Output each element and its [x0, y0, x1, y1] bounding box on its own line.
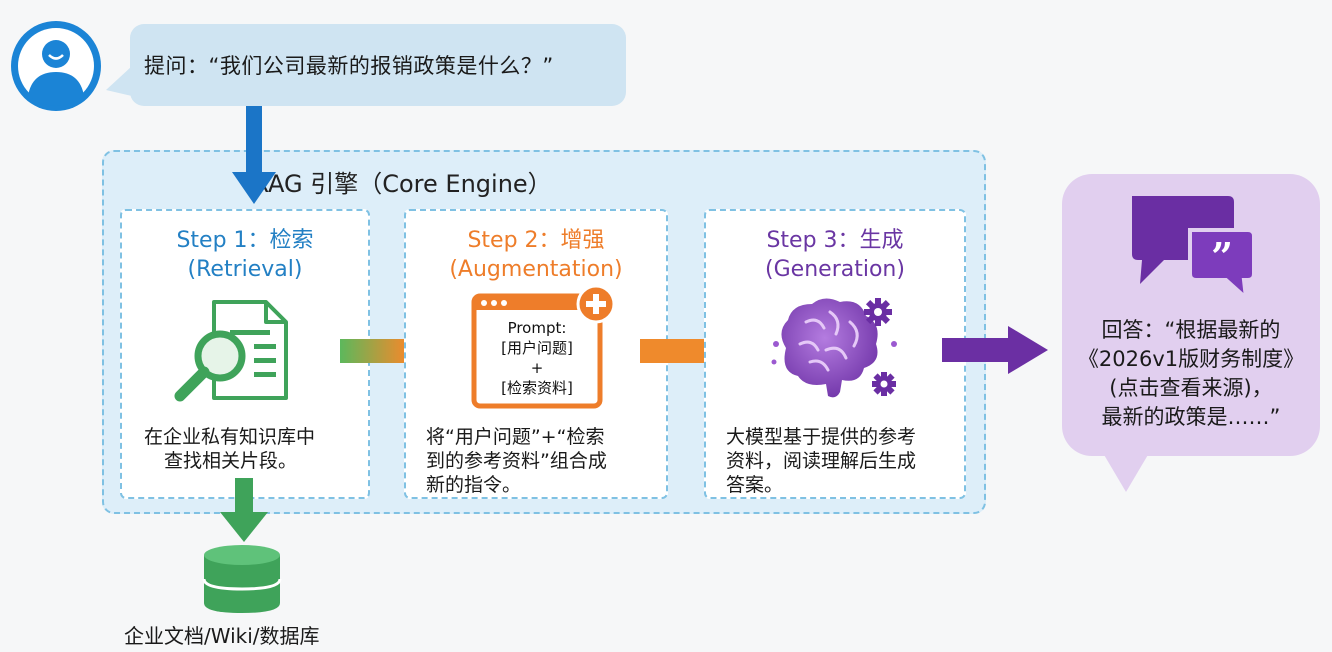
engine-title: RAG 引擎（Core Engine）: [252, 170, 552, 198]
step3-to-answer-arrow: [942, 326, 1048, 374]
database-label: 企业文档/Wiki/数据库: [124, 624, 320, 648]
step-1-title: Step 1：检索 (Retrieval): [176, 228, 314, 282]
step-2-title: Step 2：增强 (Augmentation): [449, 228, 623, 282]
prompt-card-text: Prompt: [用户问题] + [检索资料]: [501, 319, 573, 397]
document-search-icon: [174, 300, 288, 402]
step-2-desc: 将“用户问题”+“检索 到的参考资料”组合成 新的指令。: [426, 426, 607, 496]
step-3-desc: 大模型基于提供的参考 资料，阅读理解后生成 答案。: [726, 426, 917, 496]
brain-gears-icon: [771, 298, 897, 398]
question-text: 提问：“我们公司最新的报销政策是什么？”: [144, 54, 554, 78]
user-avatar-icon: [11, 21, 101, 111]
svg-text:”: ”: [1211, 234, 1233, 279]
database-icon: [202, 545, 282, 613]
question-bubble: 提问：“我们公司最新的报销政策是什么？”: [130, 24, 626, 106]
down-arrow-to-database: [220, 478, 268, 542]
plus-icon: [576, 284, 616, 324]
chat-bubbles-icon: ”: [1132, 196, 1256, 302]
answer-bubble-tail: [1100, 448, 1152, 492]
down-arrow-icon: [232, 106, 276, 204]
step-1-desc: 在企业私有知识库中 查找相关片段。: [144, 426, 316, 472]
question-bubble-tail: [106, 66, 132, 96]
answer-text: 回答：“根据最新的 《2026v1版财务制度》 (点击查看来源)， 最新的政策是…: [1077, 318, 1305, 429]
prompt-window-icon: [471, 284, 616, 409]
step-3-title: Step 3：生成 (Generation): [765, 228, 905, 282]
